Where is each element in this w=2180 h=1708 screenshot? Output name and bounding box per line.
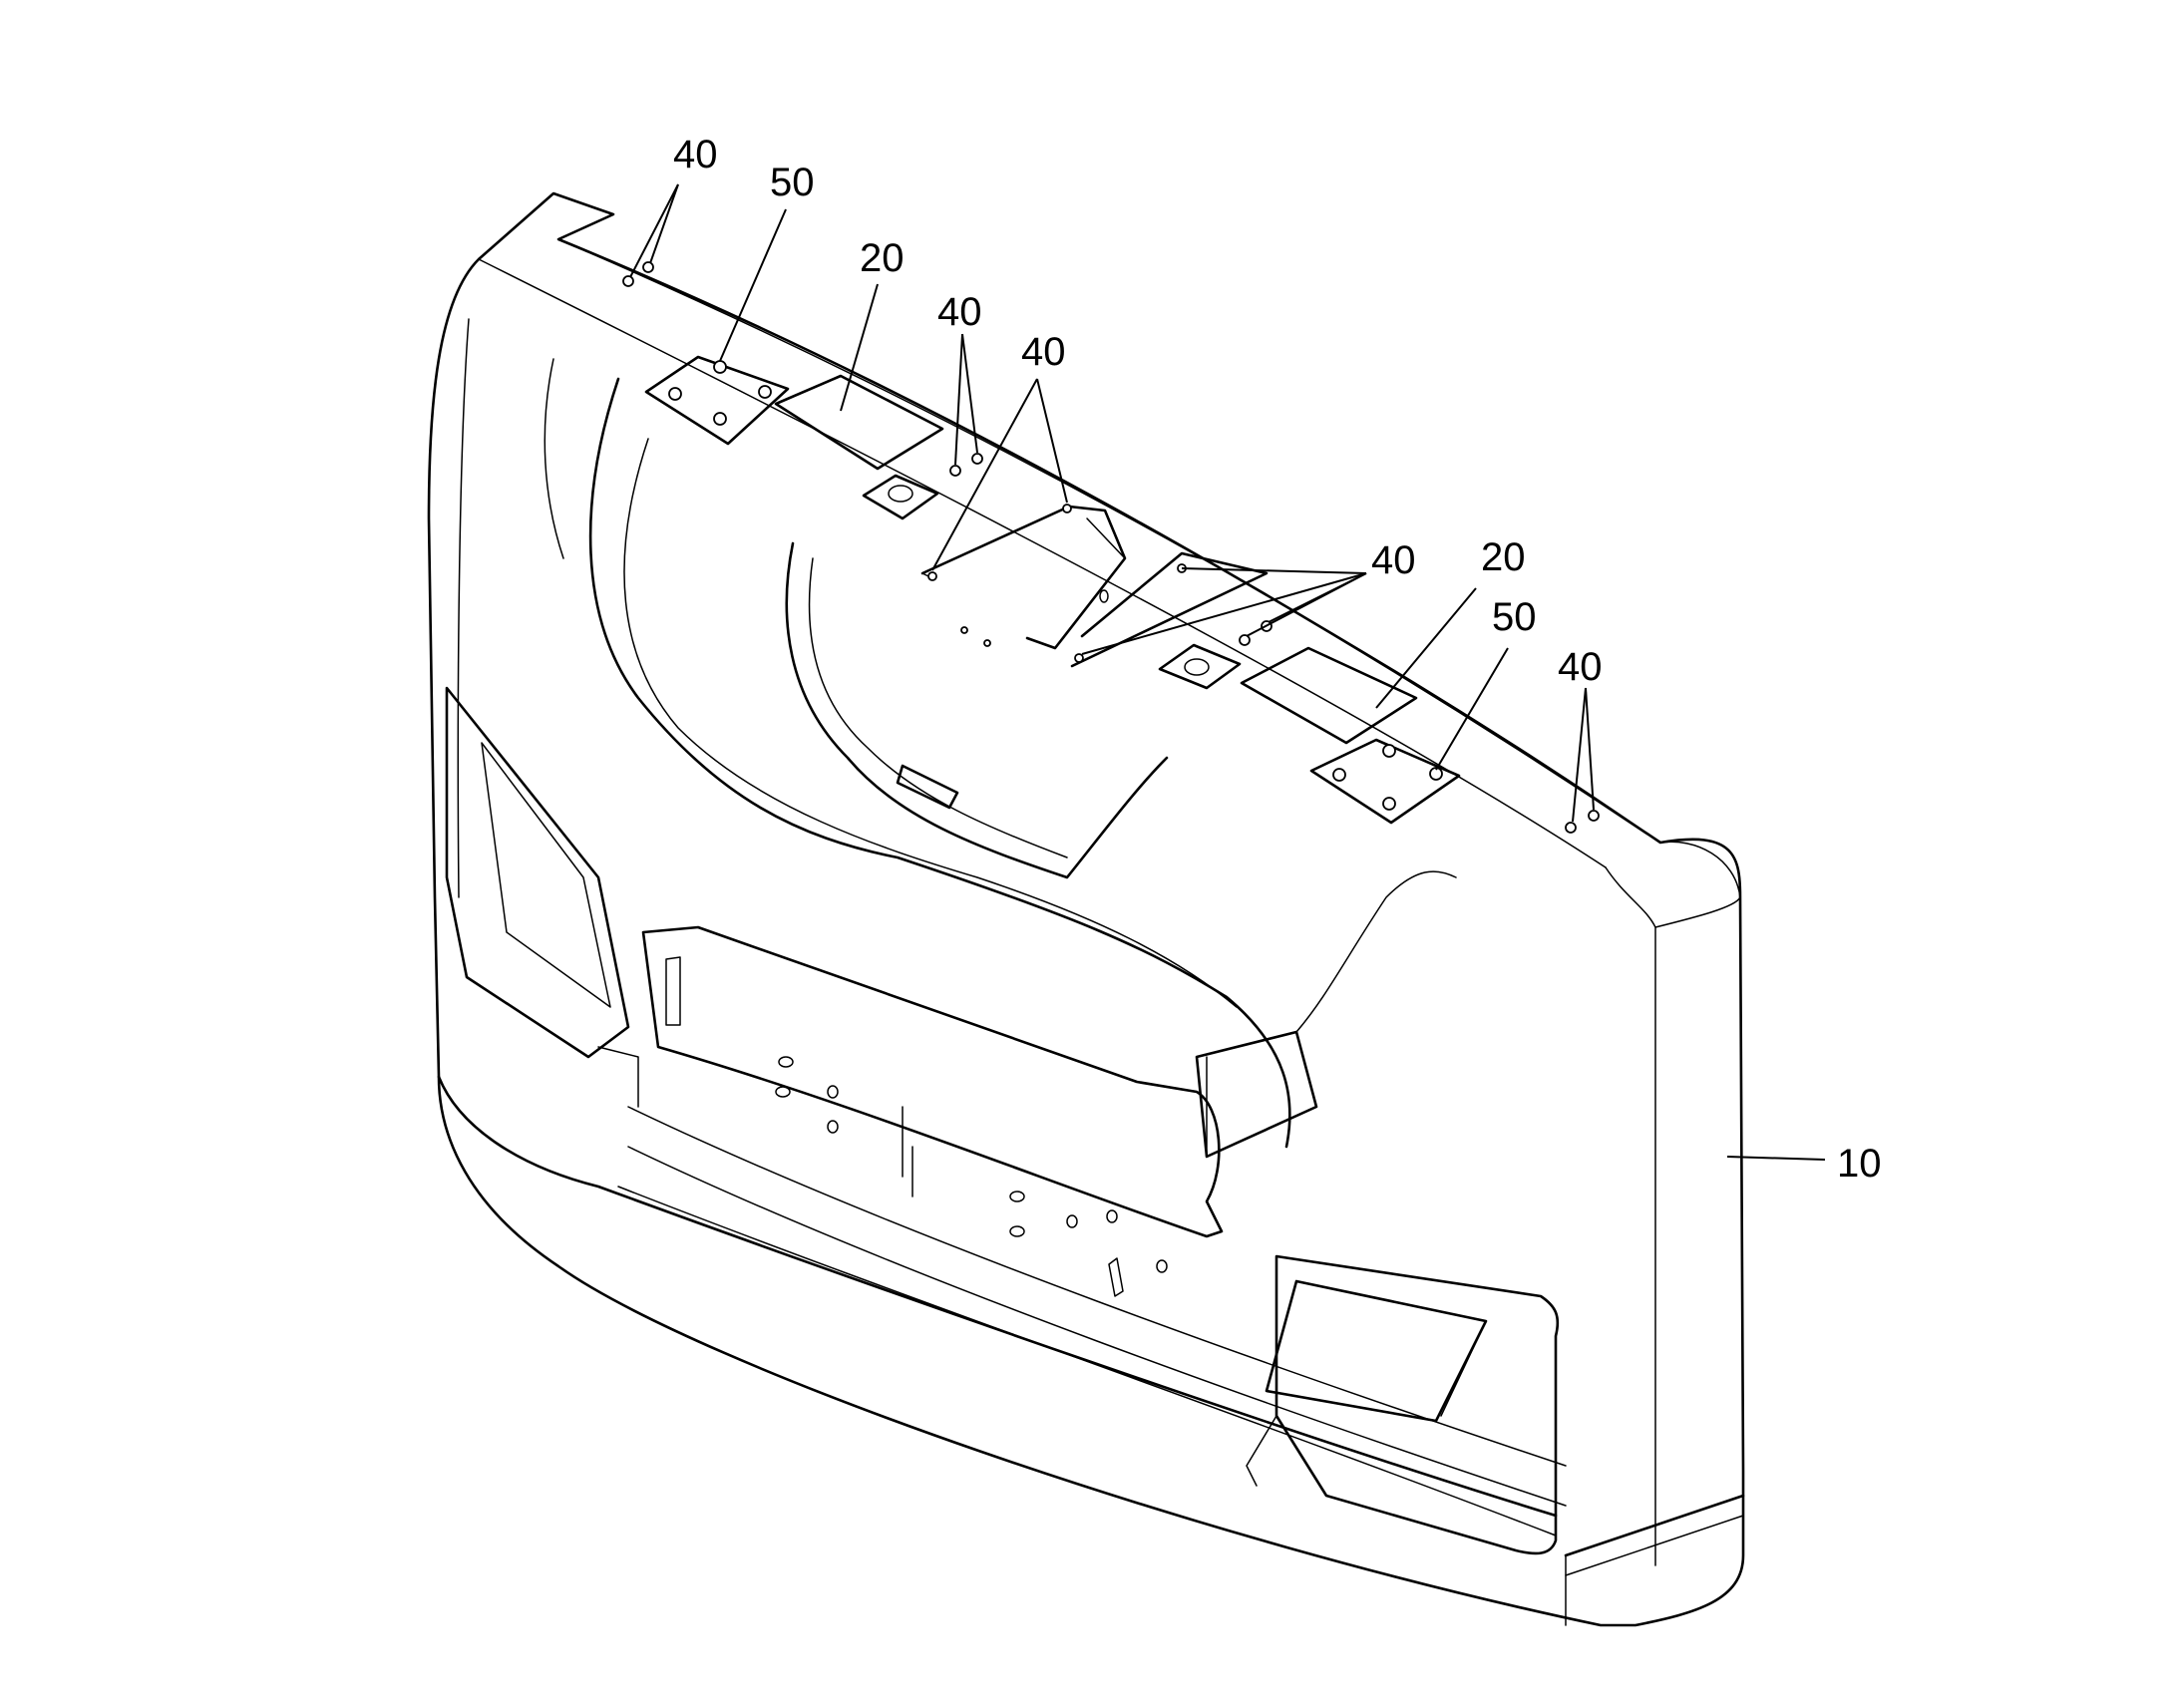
label-body: 10: [1837, 1142, 1882, 1186]
plate-right-bolt-4: [1382, 797, 1396, 811]
mounting-plate-right: [1309, 738, 1461, 825]
block-right: [1158, 643, 1242, 690]
hole-ramp-dot-2: [983, 639, 991, 647]
plate-left-bolt-1: [668, 387, 682, 401]
pad-left: [774, 374, 944, 471]
label-plate-right: 50: [1492, 595, 1537, 639]
reference-labels: 40 50 20 40 40 40 20 50 40 10: [673, 133, 1882, 1186]
pad-right: [1240, 646, 1418, 745]
hole-ramp-left: [927, 571, 937, 581]
hole-top-left-1: [622, 275, 634, 287]
plate-right-bolt-3: [1429, 767, 1443, 781]
plate-right-bolt-1: [1332, 768, 1346, 782]
label-pad-left: 20: [860, 236, 905, 280]
mounting-plate-left: [644, 355, 790, 446]
hole-ramp-dot-1: [960, 626, 968, 634]
label-plate-left: 50: [770, 161, 815, 204]
hole-top-right-2: [1588, 810, 1600, 822]
hole-ramp-top: [1062, 504, 1072, 513]
label-pad-right: 20: [1481, 535, 1526, 579]
label-holes-center-right: 40: [1371, 538, 1416, 582]
block-left: [862, 474, 939, 520]
central-ramp: [920, 505, 1127, 650]
plate-left-bolt-2: [713, 360, 727, 374]
hole-center-1: [949, 465, 961, 477]
hole-ramp-right-2: [1074, 653, 1084, 663]
plate-left-bolt-4: [713, 412, 727, 426]
leader-lines: [629, 183, 1826, 1161]
label-holes-top-right: 40: [1558, 645, 1603, 689]
hole-center-2: [971, 453, 983, 465]
hole-top-right-1: [1565, 822, 1577, 834]
plate-right-bolt-2: [1382, 744, 1396, 758]
hole-top-left-2: [642, 261, 654, 273]
label-holes-center-ramp: 40: [1021, 330, 1066, 374]
top-surface: [622, 261, 1600, 834]
plate-left-bolt-3: [758, 385, 772, 399]
hole-center-3: [1239, 634, 1251, 646]
label-holes-top-left: 40: [673, 133, 718, 176]
counterweight-body: [427, 191, 1745, 1627]
label-holes-center-left: 40: [937, 290, 982, 334]
